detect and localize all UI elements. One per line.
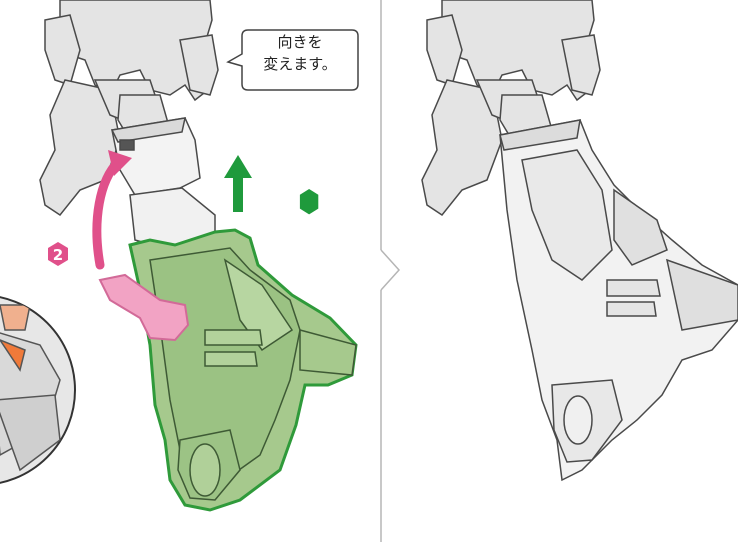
- callout-line-1: 向きを: [277, 33, 323, 51]
- step-2-label: 2: [53, 246, 63, 264]
- left-illustration: 1 2: [0, 0, 359, 512]
- left-panel: 1 2 向きを 変えます。: [0, 0, 359, 512]
- green-leg-armor: [128, 228, 358, 512]
- callout-text: 向きを 変えます。: [251, 31, 349, 75]
- right-panel: [382, 0, 738, 542]
- step-1-label: 1: [266, 176, 276, 194]
- up-arrow-icon: [224, 155, 252, 212]
- curved-arrow-icon: [92, 150, 132, 270]
- chevron-right-icon: [380, 249, 401, 291]
- pink-part: [98, 273, 190, 342]
- right-illustration: [421, 0, 738, 482]
- detail-inset-circle: [0, 296, 76, 484]
- speech-bubble: [226, 29, 359, 91]
- callout-line-2: 変えます。: [263, 55, 337, 73]
- hexagon-number-1-icon: 1: [266, 176, 319, 215]
- robot-figure-result: [421, 0, 601, 217]
- leg-armor-result: [499, 119, 738, 482]
- hexagon-number-2-icon: 2: [48, 242, 68, 266]
- knee-part: [110, 117, 216, 251]
